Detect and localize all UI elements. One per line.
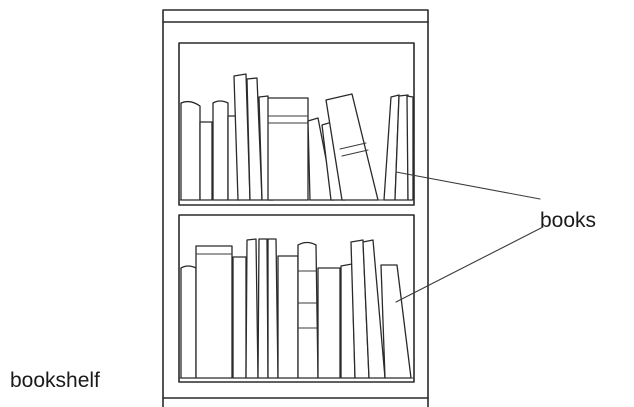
book: [407, 96, 413, 200]
book: [246, 239, 258, 378]
book: [268, 98, 308, 200]
book: [278, 256, 298, 378]
books-callout-lines: [396, 172, 543, 302]
upper-shelf-books: [181, 74, 413, 200]
bookshelf-label: bookshelf: [10, 370, 100, 391]
book: [200, 122, 212, 200]
lower-shelf-books: [181, 239, 411, 378]
books-label: books: [540, 210, 596, 231]
book: [181, 266, 196, 378]
book: [318, 268, 340, 378]
book: [213, 101, 228, 200]
callout-line-lower: [396, 227, 543, 302]
callout-line-upper: [396, 172, 540, 199]
book: [196, 246, 232, 378]
book: [268, 239, 278, 378]
book: [258, 239, 268, 378]
book: [381, 265, 411, 378]
book: [298, 243, 318, 379]
book: [181, 102, 200, 200]
book: [233, 257, 246, 378]
